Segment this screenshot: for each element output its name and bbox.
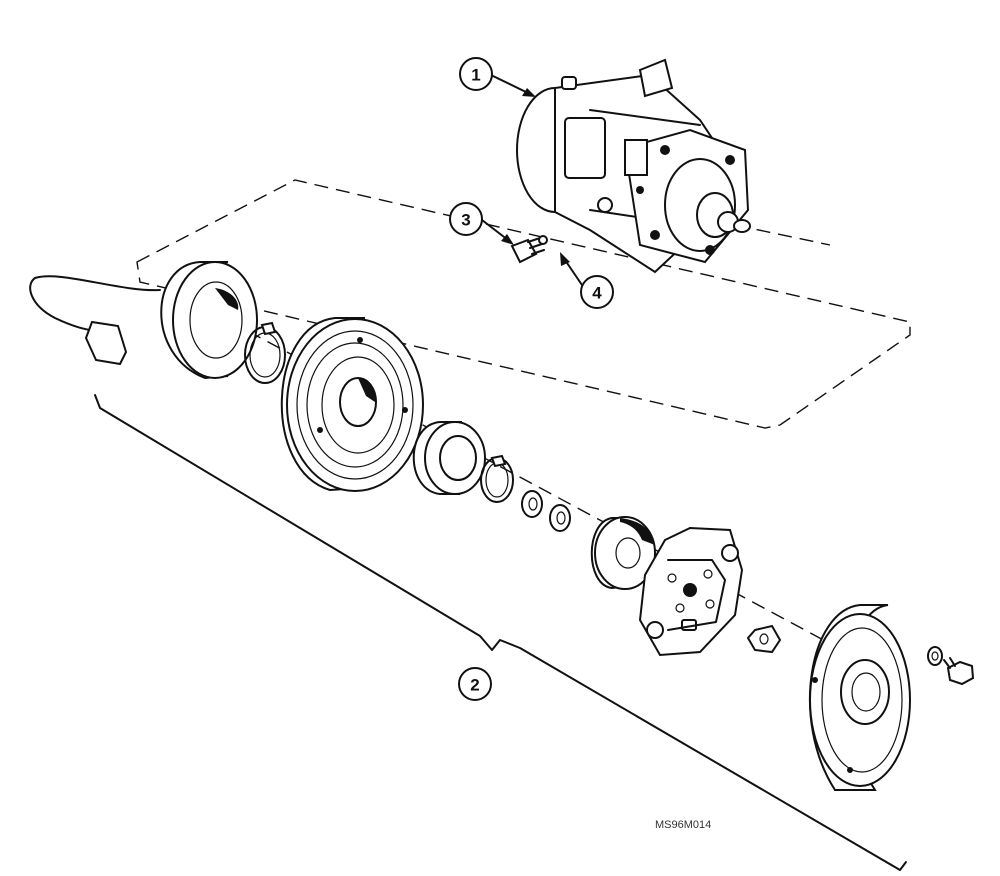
snap-ring-1 [244, 321, 286, 384]
callout-4: 4 [580, 275, 614, 309]
callout-2-label: 2 [470, 676, 479, 695]
callout-2: 2 [458, 667, 492, 701]
group-bracket-2 [94, 394, 907, 871]
relief-valve [510, 237, 545, 264]
figure-id: MS96M014 [655, 819, 711, 831]
armature-plate [638, 526, 744, 657]
leader-4 [560, 252, 583, 286]
cover-washer [927, 646, 943, 666]
shaft-nut [746, 624, 782, 654]
bearing [412, 421, 486, 495]
snap-ring-2 [480, 454, 514, 503]
coil-wire [29, 275, 161, 333]
leader-3 [481, 219, 514, 245]
assembly-centerline [189, 299, 871, 666]
callout-1-label: 1 [471, 66, 480, 85]
compressor-body [516, 58, 751, 274]
leader-1 [492, 75, 536, 97]
callout-3-label: 3 [461, 211, 470, 230]
callout-3: 3 [449, 202, 483, 236]
hub [590, 516, 656, 590]
callout-1: 1 [459, 57, 493, 91]
o-ring [538, 235, 548, 245]
cover-bolt [943, 657, 975, 686]
washer-2 [549, 504, 571, 532]
callout-4-label: 4 [592, 284, 602, 303]
pulley [280, 317, 424, 492]
front-cover [808, 604, 911, 791]
field-coil [160, 261, 258, 380]
compressor-centerline [734, 224, 831, 246]
coil-connector [84, 320, 128, 366]
washer-1 [521, 490, 543, 518]
